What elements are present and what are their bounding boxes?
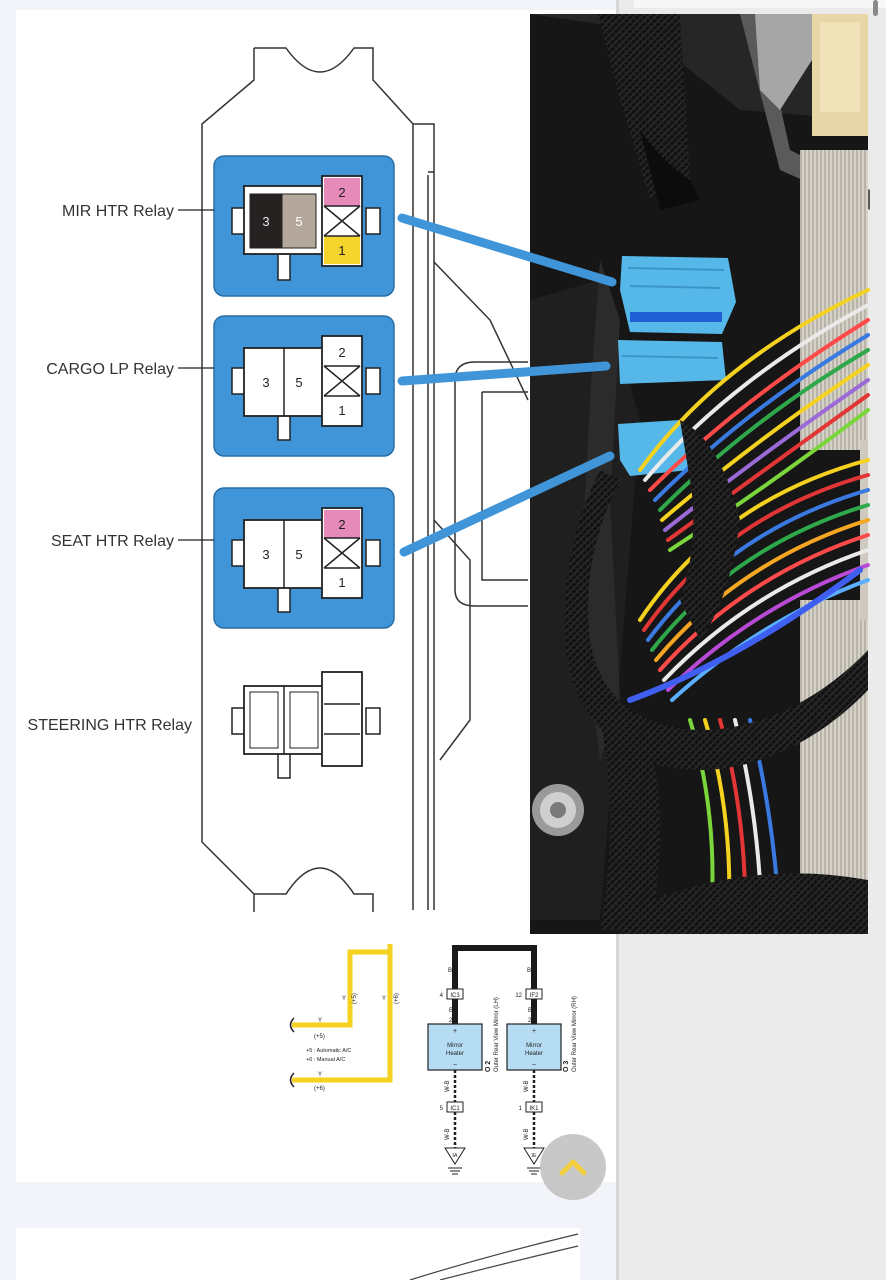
heater-label: Heater [446,1051,464,1057]
pin-number: 1 [519,1106,523,1112]
terminal-plus: + [453,1028,457,1035]
relay-pin-1: 1 [338,243,345,258]
relay-steering-htr: STEERING HTR Relay [28,671,381,779]
relay-seat-htr: 3 5 2 1 SEAT HTR Relay [51,487,395,629]
relay-label: STEERING HTR Relay [28,717,192,734]
mirror-id: O 2 [485,1061,492,1072]
connector-code: IK1 [529,1106,539,1112]
relay-pin-2: 2 [338,517,345,532]
wire-code-b: B [448,968,452,974]
mirror-name: Outer Rear View Mirror (RH) [572,996,578,1072]
next-image-card [16,1228,580,1280]
connector-code: IC3 [450,993,460,999]
heater-label: Heater [525,1051,543,1057]
pin-number: 12 [515,993,522,999]
pin-number: 4 [440,993,444,999]
relay-label: MIR HTR Relay [62,203,174,220]
yellow-note: (+6) [314,1086,325,1092]
yellow-wire-code: Y [318,1072,322,1078]
terminal-plus: + [532,1028,536,1035]
pointer-lines [397,213,617,557]
scrollbar-thumb[interactable] [873,0,878,16]
relay-pin-1: 1 [338,575,345,590]
wiring-schematic: Y (+5) Y (+6) Y Y (+5) (+6) +5 : Automat… [289,940,580,1182]
wire-code-wb: W-B [524,1128,530,1140]
yellow-wire-code: Y [382,996,386,1002]
relay-pin-2: 2 [338,345,345,360]
legend-line: +6 : Manual A/C [306,1057,345,1063]
chevron-up-icon [559,1159,587,1176]
wire-code-b: B [449,1008,453,1014]
scroll-to-top-button[interactable] [540,1134,606,1200]
yellow-wire-code: Y [318,1018,322,1024]
wire-code-b: B [527,968,531,974]
ground-code: IE [531,1153,537,1159]
terminal-minus: − [453,1062,457,1069]
relay-label: CARGO LP Relay [46,361,174,378]
legend-line: +5 : Automatic A/C [306,1048,351,1054]
connector-code: IF2 [530,993,539,999]
wire-code-wb: W-B [445,1080,451,1092]
mirror-lh: IC3 4 B 2 + Mirror Heater − W-B IC1 5 W-… [427,988,500,1175]
relay-pin-3: 3 [262,214,269,229]
heater-label: Mirror [447,1043,463,1049]
mirror-rh: IF2 12 B 2 + Mirror Heater − W-B IK1 1 W… [506,988,578,1175]
wire-code-b: B [528,1008,532,1014]
relay-pin-5: 5 [295,214,302,229]
pin-number: 2 [449,1018,453,1024]
next-card-lines [409,1233,579,1280]
panel-top-strip [634,0,886,8]
yellow-wire-code: Y [342,996,346,1002]
pin-number: 2 [528,1018,532,1024]
mirror-id: O 3 [563,1061,570,1072]
yellow-note: (+5) [314,1034,325,1040]
connector-code: IC1 [450,1106,460,1112]
ground-code: IA [452,1153,458,1159]
vertical-note: (+5) [352,993,358,1004]
relay-mir-htr: 3 5 2 1 MIR HTR Relay [62,155,395,297]
relay-label: SEAT HTR Relay [51,533,174,550]
relay-pin-1: 1 [338,403,345,418]
engine-bay-photo [530,14,870,934]
wire-code-wb: W-B [445,1128,451,1140]
relay-pin-5: 5 [295,547,302,562]
relay-pin-5: 5 [295,375,302,390]
mirror-name: Outer Rear View Mirror (LH) [494,997,500,1072]
wire-code-wb: W-B [524,1080,530,1092]
heater-label: Mirror [526,1043,542,1049]
pin-number: 5 [440,1106,444,1112]
relay-pin-2: 2 [338,185,345,200]
relay-pin-3: 3 [262,375,269,390]
terminal-minus: − [532,1062,536,1069]
relay-cargo-lp: 3 5 2 1 CARGO LP Relay [46,315,395,457]
relay-pin-3: 3 [262,547,269,562]
vertical-note: (+6) [394,993,400,1004]
